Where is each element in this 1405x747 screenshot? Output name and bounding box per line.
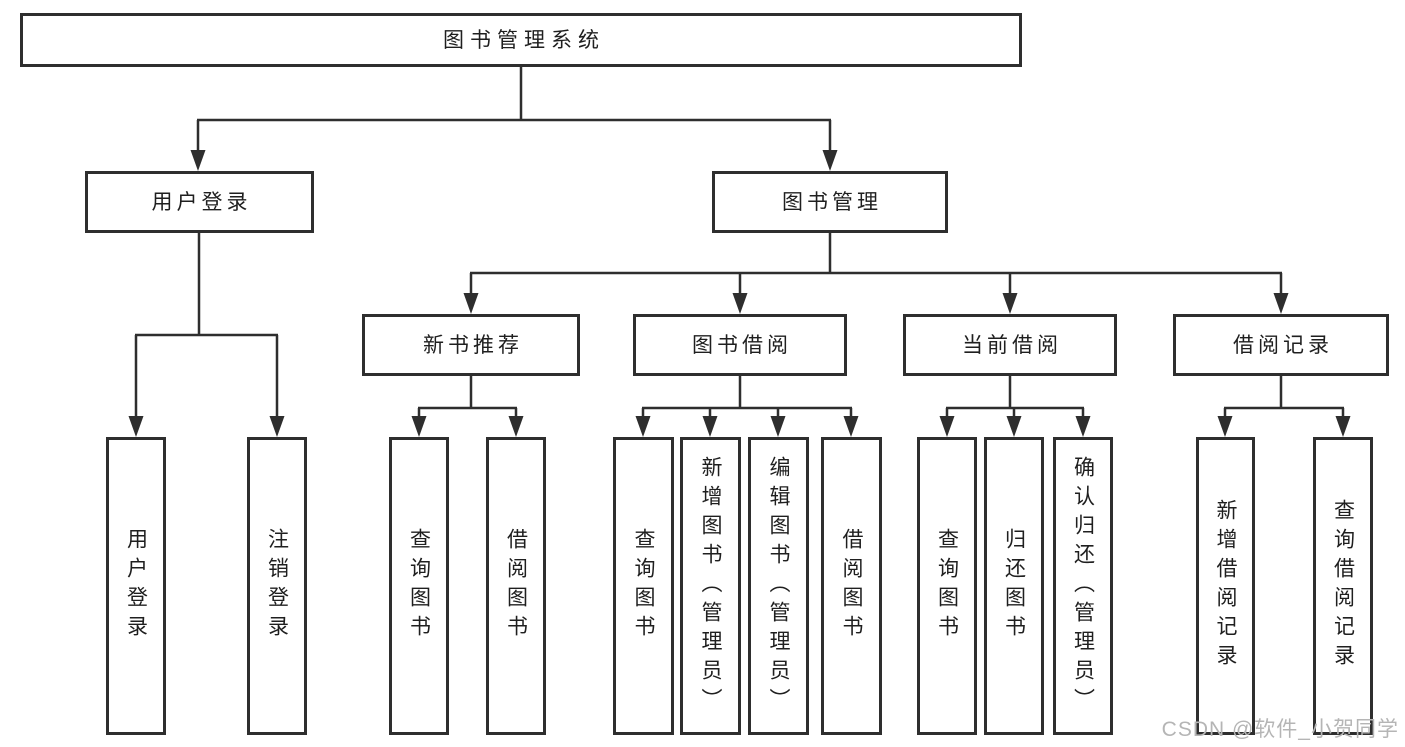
connector-current-borrowing-branch — [939, 376, 1091, 437]
leaf-edit-book-admin: 编辑图书（管理员） — [748, 437, 809, 735]
leaf-logout: 注销登录 — [247, 437, 307, 735]
connector-root-to-level2 — [190, 67, 838, 171]
leaf-user-login: 用户登录 — [106, 437, 166, 735]
node-borrowing-records: 借阅记录 — [1173, 314, 1389, 376]
leaf-query-books-borrowing: 查询图书 — [613, 437, 674, 735]
node-library-management-system: 图书管理系统 — [20, 13, 1022, 67]
node-book-borrowing: 图书借阅 — [633, 314, 847, 376]
node-new-book-recommendation: 新书推荐 — [362, 314, 580, 376]
leaf-borrow-books: 借阅图书 — [821, 437, 882, 735]
leaf-borrow-books-recommend: 借阅图书 — [486, 437, 546, 735]
leaf-query-books-recommend: 查询图书 — [389, 437, 449, 735]
connector-book-management-branch — [463, 233, 1289, 314]
node-book-management: 图书管理 — [712, 171, 948, 233]
leaf-return-book: 归还图书 — [984, 437, 1044, 735]
connector-user-login-branch — [128, 233, 285, 437]
node-current-borrowing: 当前借阅 — [903, 314, 1117, 376]
connector-book-borrowing-branch — [635, 376, 859, 437]
connector-borrowing-records-branch — [1217, 376, 1351, 437]
connector-new-book-branch — [411, 376, 524, 437]
csdn-watermark: CSDN @软件_小贺同学 — [1161, 718, 1399, 741]
node-user-login: 用户登录 — [85, 171, 314, 233]
leaf-confirm-return-admin: 确认归还（管理员） — [1053, 437, 1113, 735]
leaf-query-borrowing-record: 查询借阅记录 — [1313, 437, 1373, 735]
leaf-query-books-current: 查询图书 — [917, 437, 977, 735]
leaf-add-book-admin: 新增图书（管理员） — [680, 437, 741, 735]
leaf-add-borrowing-record: 新增借阅记录 — [1196, 437, 1255, 735]
